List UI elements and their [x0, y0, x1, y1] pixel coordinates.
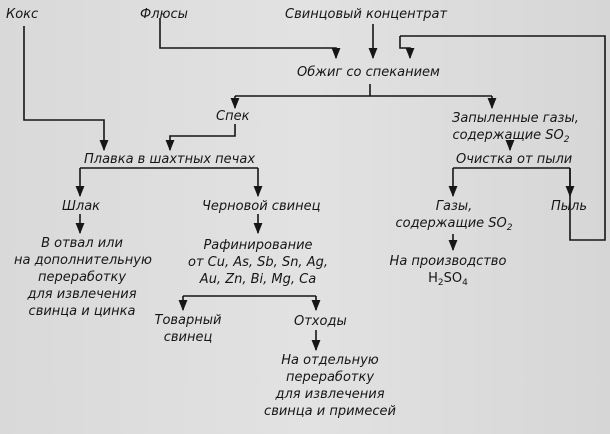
production-line-2: H2SO4	[380, 270, 516, 292]
node-waste: Отходы	[294, 314, 347, 329]
refining-line-3: Au, Zn, Bi, Mg, Ca	[199, 272, 317, 287]
node-crude-lead: Черновой свинец	[202, 199, 321, 214]
node-spek: Спек	[216, 109, 250, 124]
formula-h-subscript: 2	[437, 278, 444, 288]
node-slag: Шлак	[62, 199, 101, 214]
commodity-lead-line-2: свинец	[163, 330, 213, 345]
dusty-gases-line-2: содержащие SO2	[452, 127, 570, 149]
arrow-koks-to-smelting	[23, 26, 109, 152]
node-slag-destination: В отвал или на дополнительную переработк…	[14, 235, 152, 320]
gases-line-2: содержащие SO2	[395, 215, 513, 237]
formula-h: H	[428, 271, 438, 286]
slag-dest-line-3: переработку	[37, 270, 127, 285]
slag-dest-line-2: на дополнительную	[14, 253, 152, 268]
node-dust-cleaning: Очистка от пыли	[456, 152, 573, 167]
dusty-gases-text: содержащие SO	[452, 128, 564, 143]
gases-line-1: Газы,	[435, 199, 473, 214]
dust-return-line	[400, 35, 606, 241]
node-smelting: Плавка в шахтных печах	[84, 152, 256, 167]
gases-text: содержащие SO	[395, 216, 507, 231]
refining-line-1: Рафинирование	[203, 238, 313, 253]
dusty-gases-line-1: Запыленные газы,	[452, 111, 579, 126]
slag-dest-line-5: свинца и цинка	[28, 304, 136, 319]
arrow-concentrate2-to-roasting	[399, 36, 415, 60]
node-dusty-gases: Запыленные газы, содержащие SO2	[452, 110, 579, 149]
node-concentrate: Свинцовый концентрат	[285, 7, 448, 22]
arrow-spek-to-smelting	[165, 124, 236, 152]
arrow-flyusy-to-roasting	[159, 18, 341, 60]
dusty-gases-subscript: 2	[563, 135, 570, 145]
formula-o-subscript: 4	[462, 278, 468, 288]
node-koks: Кокс	[6, 7, 39, 22]
waste-dest-line-4: свинца и примесей	[264, 404, 396, 419]
node-gases: Газы, содержащие SO2	[395, 198, 513, 237]
waste-dest-line-2: переработку	[285, 370, 375, 385]
gases-subscript: 2	[506, 223, 513, 233]
production-line-1: На производство	[389, 254, 507, 269]
node-commodity-lead: Товарный свинец	[146, 312, 230, 346]
node-flyusy: Флюсы	[140, 7, 188, 22]
node-roasting: Обжиг со спеканием	[297, 65, 440, 80]
node-refining: Рафинирование от Cu, As, Sb, Sn, Ag, Au,…	[172, 237, 344, 288]
waste-dest-line-3: для извлечения	[275, 387, 385, 402]
node-production: На производство H2SO4	[380, 253, 516, 292]
waste-dest-line-1: На отдельную	[281, 353, 379, 368]
node-dust: Пыль	[551, 199, 588, 214]
node-waste-destination: На отдельную переработку для извлечения …	[256, 352, 404, 420]
slag-dest-line-4: для извлечения	[27, 287, 137, 302]
refining-line-2: от Cu, As, Sb, Sn, Ag,	[188, 255, 328, 270]
commodity-lead-line-1: Товарный	[154, 313, 222, 328]
formula-so: SO	[443, 271, 463, 286]
slag-dest-line-1: В отвал или	[41, 236, 123, 251]
